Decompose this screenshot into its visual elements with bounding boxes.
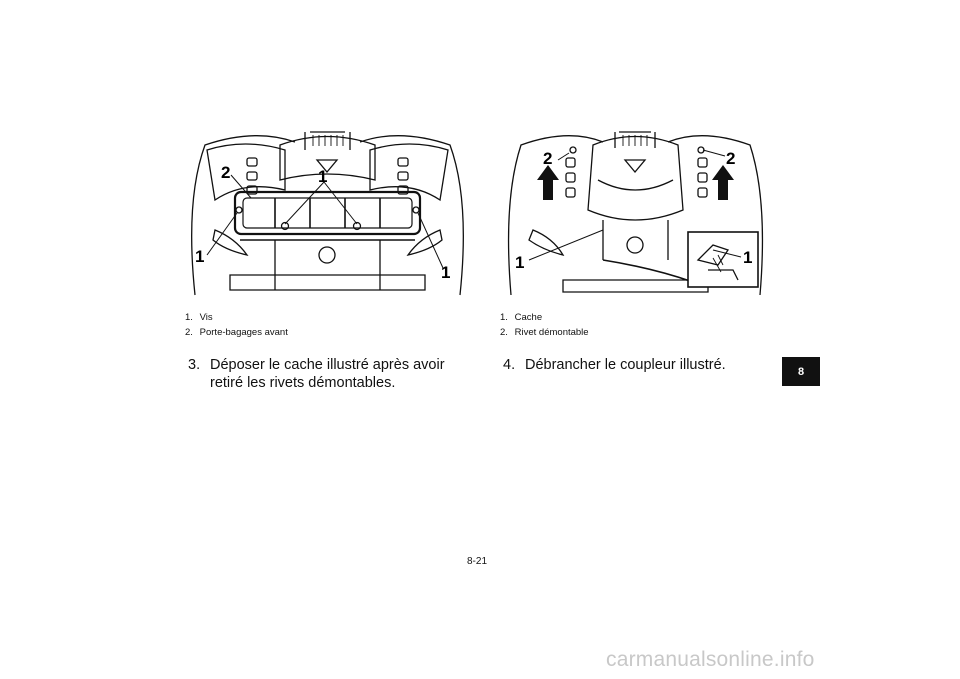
- legend-item-2: 2. Rivet démontable: [500, 327, 589, 338]
- legend-item-1: 1. Vis: [185, 312, 213, 323]
- callout-rivet-right: 2: [726, 149, 735, 168]
- callout-rivet-left: 2: [543, 149, 552, 168]
- callout-screw-top: 1: [318, 167, 327, 186]
- step-4: 4. Débrancher le coupleur illustré.: [503, 357, 726, 373]
- figure-front-carrier: 1 2 1 1: [185, 120, 470, 305]
- callout-front-carrier: 2: [221, 163, 230, 182]
- atv-front-carrier-illustration: 1 2 1 1: [191, 131, 464, 296]
- callout-cover-inset: 1: [743, 248, 752, 267]
- callout-cover-left: 1: [515, 253, 524, 272]
- up-arrow-icon: [712, 165, 734, 200]
- chapter-tab: 8: [782, 357, 820, 386]
- page-number: 8-21: [467, 556, 488, 567]
- legend-item-2: 2. Porte-bagages avant: [185, 327, 288, 338]
- legend-item-1: 1. Cache: [500, 312, 543, 323]
- step-3: 3. Déposer le cache illustré après avoir…: [188, 357, 445, 391]
- figure-1-legend: 1. Vis 2. Porte-bagages avant: [185, 310, 288, 340]
- watermark: carmanualsonline.info: [606, 648, 815, 671]
- callout-screw-right: 1: [441, 263, 450, 282]
- figure-cover-rivets: 2 2 1 1: [503, 120, 768, 305]
- atv-cover-illustration: 2 2 1 1: [507, 131, 764, 296]
- figure-2-legend: 1. Cache 2. Rivet démontable: [500, 310, 589, 340]
- up-arrow-icon: [537, 165, 559, 200]
- callout-screw-left: 1: [195, 247, 204, 266]
